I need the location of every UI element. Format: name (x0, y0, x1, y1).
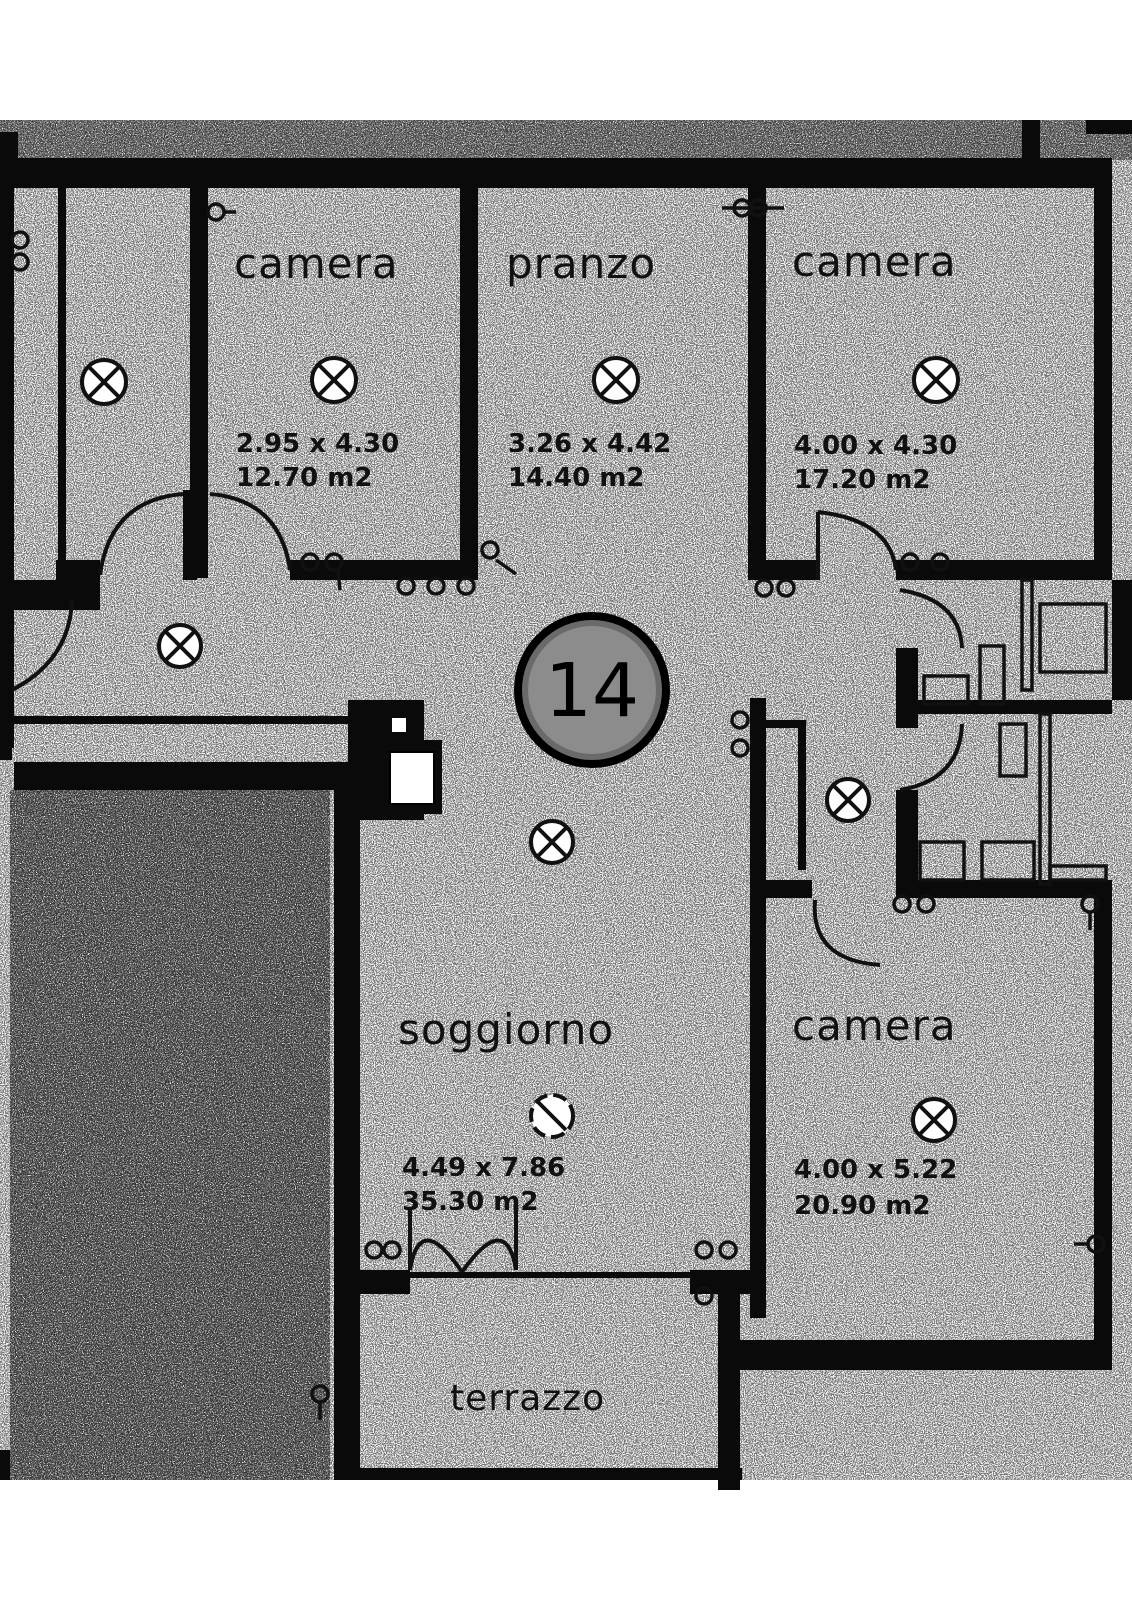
ceiling-light-icon (911, 1097, 957, 1143)
walls (0, 120, 1132, 1490)
ceiling-light-icon (157, 623, 203, 669)
bathroom-fixture-icon (980, 840, 1036, 882)
ceiling-light-icon (592, 356, 640, 404)
ceiling-light-icon (529, 1093, 575, 1139)
door-swing-icon (812, 899, 881, 967)
ceiling-light-icon (825, 777, 871, 823)
bathroom-fixture-icon (918, 840, 966, 882)
room-dimensions: 2.95 x 4.30 (236, 429, 399, 459)
room-name: soggiorno (398, 1005, 614, 1054)
socket-icon (1080, 894, 1100, 930)
door-swing-icon (817, 510, 898, 571)
unit-number: 14 (545, 648, 639, 734)
socket-icon (694, 1240, 738, 1306)
socket-icon (300, 552, 344, 591)
paper-texture (0, 120, 1132, 1480)
room-area: 20.90 m2 (794, 1191, 930, 1221)
socket-icon (364, 1240, 402, 1260)
socket-icon (730, 710, 750, 758)
ceiling-lights (80, 356, 960, 1143)
room-name: camera (792, 237, 957, 286)
bathroom-fixture-icon (998, 722, 1028, 778)
bathroom-fixture-icon (922, 674, 970, 706)
room-name: pranzo (506, 239, 656, 288)
room-pranzo: pranzo 3.26 x 4.42 14.40 m2 (506, 239, 671, 493)
room-dimensions: 4.00 x 5.22 (794, 1155, 957, 1185)
socket-icon (1074, 1234, 1106, 1254)
ceiling-light-icon (80, 358, 128, 406)
sockets (10, 198, 1106, 1420)
door-swing-icon (209, 492, 292, 571)
bathroom-fixture-icon (978, 644, 1006, 706)
ceiling-light-icon (912, 356, 960, 404)
socket-icon (10, 230, 30, 272)
socket-icon (900, 552, 950, 572)
door-swing-icon (98, 492, 184, 576)
socket-icon (480, 540, 518, 576)
unit-number-badge: 14 (514, 612, 670, 768)
ceiling-light-icon (529, 819, 575, 865)
room-dimensions: 4.49 x 7.86 (402, 1153, 565, 1183)
socket-icon (310, 1384, 330, 1420)
socket-icon (892, 894, 936, 914)
room-area: 12.70 m2 (236, 463, 372, 493)
socket-icon (754, 578, 796, 598)
room-name: camera (792, 1001, 957, 1050)
bathroom-fixture-icon (1038, 602, 1108, 674)
door-swing-icon (408, 1238, 464, 1274)
room-name: terrazzo (450, 1378, 605, 1419)
room-camera-1: camera 2.95 x 4.30 12.70 m2 (234, 239, 399, 493)
socket-icon (722, 198, 784, 218)
ceiling-light-icon (310, 356, 358, 404)
room-camera-3: camera 4.00 x 5.22 20.90 m2 (792, 1001, 957, 1221)
socket-icon (206, 202, 236, 222)
door-swing-icon (460, 1238, 518, 1274)
room-area: 35.30 m2 (402, 1187, 538, 1217)
socket-icon (396, 576, 476, 596)
doors (11, 492, 964, 1274)
room-name: camera (234, 239, 399, 288)
door-swing-icon (899, 588, 964, 649)
room-camera-2: camera 4.00 x 4.30 17.20 m2 (792, 237, 957, 495)
room-area: 17.20 m2 (794, 465, 930, 495)
room-terrazzo: terrazzo (450, 1378, 605, 1419)
room-dimensions: 3.26 x 4.42 (508, 429, 671, 459)
door-swing-icon (899, 723, 964, 792)
door-swing-icon (11, 599, 74, 692)
bathroom-fixtures (918, 578, 1108, 886)
room-soggiorno: soggiorno 4.49 x 7.86 35.30 m2 (398, 1005, 614, 1217)
room-dimensions: 4.00 x 4.30 (794, 431, 957, 461)
room-area: 14.40 m2 (508, 463, 644, 493)
